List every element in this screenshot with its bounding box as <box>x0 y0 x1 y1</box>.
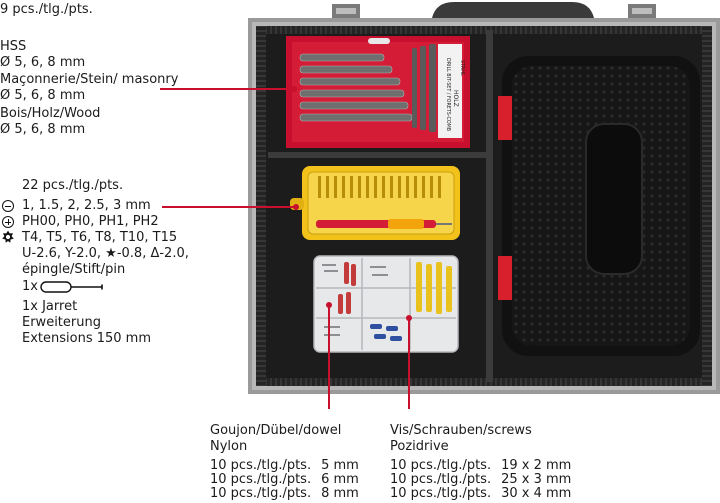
slotted-icon <box>2 200 14 212</box>
leader-bits <box>162 206 296 208</box>
latch-top <box>498 96 512 140</box>
extension-en: Extensions 150 mm <box>22 331 151 346</box>
dowel-subtitle: Nylon <box>210 439 248 454</box>
bit-box <box>290 166 460 240</box>
screw-subtitle: Pozidrive <box>390 439 449 454</box>
torx-icon <box>2 230 14 243</box>
latch-bottom <box>498 256 512 300</box>
leader-screw-dot <box>406 315 412 321</box>
divider-vertical <box>486 30 493 382</box>
hss-sizes: Ø 5, 6, 8 mm <box>0 55 86 70</box>
table-row: 10 pcs./tlg./pts.25 x 3 mm <box>390 472 572 487</box>
torx-sizes-1: T4, T5, T6, T8, T10, T15 <box>22 230 178 245</box>
leader-dowel <box>328 305 330 409</box>
masonry-title: Maçonnerie/Stein/ masonry <box>0 72 179 87</box>
leader-screw <box>408 318 410 409</box>
hss-title: HSS <box>0 39 27 54</box>
phillips-sizes: PH00, PH0, PH1, PH2 <box>22 214 159 229</box>
package-label-holz: HOLZ <box>452 90 459 107</box>
leader-drill-dot <box>291 86 297 92</box>
wood-sizes: Ø 5, 6, 8 mm <box>0 122 86 137</box>
leader-bits-dot <box>293 204 299 210</box>
screwdriver-icon <box>40 281 103 293</box>
toolcase-photo: HOLZ DRILL BIT-SET / FORETS-COMB STAHL <box>248 2 720 394</box>
screw-title: Vis/Schrauben/screws <box>390 423 532 438</box>
bits-count: 22 pcs./tlg./pts. <box>22 178 124 193</box>
drill-count: 9 pcs./tlg./pts. <box>0 2 93 17</box>
driver-qty: 1x <box>22 279 38 294</box>
masonry-sizes: Ø 5, 6, 8 mm <box>0 88 86 103</box>
torx-sizes-2: U-2.6, Y-2.0, ★-0.8, Δ-2.0, <box>22 246 189 261</box>
table-row: 10 pcs./tlg./pts.6 mm <box>210 472 359 487</box>
table-row: 10 pcs./tlg./pts.8 mm <box>210 486 359 501</box>
phillips-icon <box>2 216 14 228</box>
package-label-stahl: STAHL <box>459 60 465 76</box>
leader-dowel-dot <box>326 302 332 308</box>
dowel-table: 10 pcs./tlg./pts.5 mm 10 pcs./tlg./pts.6… <box>210 459 359 501</box>
divider-horizontal <box>268 152 486 158</box>
torx-sizes-3: épingle/Stift/pin <box>22 262 126 277</box>
screw-dowel-box <box>313 255 459 353</box>
extension-fr: 1x Jarret <box>22 299 78 314</box>
extension-de: Erweiterung <box>22 315 101 330</box>
package-label-set: DRILL BIT-SET / FORETS-COMB <box>445 58 451 131</box>
table-row: 10 pcs./tlg./pts.5 mm <box>210 458 359 473</box>
table-row: 10 pcs./tlg./pts.30 x 4 mm <box>390 486 572 501</box>
black-tool-case <box>498 56 700 356</box>
drill-bit-package: HOLZ DRILL BIT-SET / FORETS-COMB STAHL <box>286 36 470 148</box>
dowel-title: Goujon/Dübel/dowel <box>210 423 342 438</box>
table-row: 10 pcs./tlg./pts.19 x 2 mm <box>390 458 572 473</box>
slotted-sizes: 1, 1.5, 2, 2.5, 3 mm <box>22 198 151 213</box>
screw-table: 10 pcs./tlg./pts.19 x 2 mm 10 pcs./tlg./… <box>390 459 571 501</box>
case-handle <box>432 2 594 18</box>
leader-drill <box>160 88 294 90</box>
wood-title: Bois/Holz/Wood <box>0 106 101 121</box>
